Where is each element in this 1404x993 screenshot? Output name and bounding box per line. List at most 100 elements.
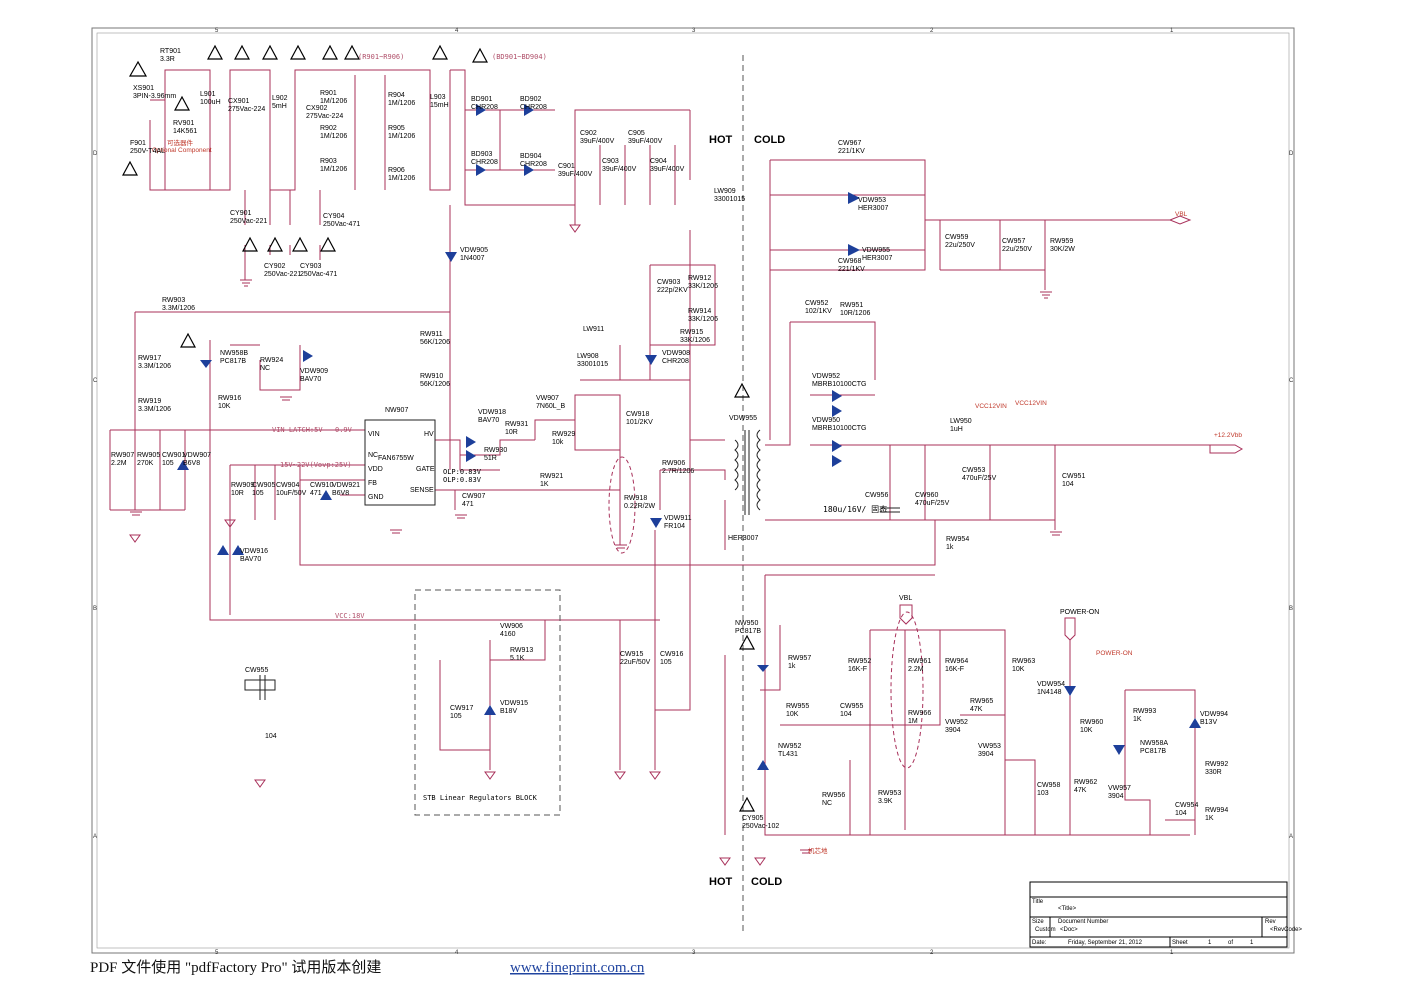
component-value-rw916: 10K: [218, 403, 231, 410]
net-power-on-flag: [1064, 617, 1076, 641]
net-power-on-red: POWER-ON: [1096, 650, 1133, 657]
net-12v2: +12.2Vbb: [1214, 432, 1242, 439]
component-value-rw953: 3.9K: [878, 798, 893, 805]
tw901-value: HER3007: [728, 535, 758, 542]
tb-size-value: Custom: [1035, 927, 1056, 933]
component-ref-vdw921: VDW921: [332, 482, 360, 489]
component-value-xs901: 3PIN-3.96mm: [133, 93, 176, 100]
frame-row-c: C: [93, 378, 98, 384]
warning-icon: [179, 332, 197, 348]
component-value-c902: 39uF/400V: [580, 138, 615, 145]
ic-pin-nc: NC: [368, 452, 378, 459]
component-value-lw908: 33001015: [577, 361, 608, 368]
annot-olp2: OLP:0.83V: [443, 476, 482, 484]
component-ref-lw950: LW950: [950, 418, 972, 425]
component-ref-cy904: CY904: [323, 213, 345, 220]
warning-icon: [343, 44, 361, 60]
component-value-rw963: 10K: [1012, 666, 1025, 673]
component-ref-r904: R904: [388, 92, 405, 99]
tb-of-label: of: [1228, 940, 1233, 946]
component-value-rw909: 10R: [231, 490, 244, 497]
component-value-vdw950: MBRB10100CTG: [812, 425, 866, 432]
component-value-rw931: 10R: [505, 429, 518, 436]
component-ref-vdw907: VDW907: [183, 452, 211, 459]
title-block: Title <Title> Size Custom Document Numbe…: [1029, 881, 1303, 948]
component-value-rw914: 33K/1206: [688, 316, 718, 323]
component-ref-c901: C901: [558, 163, 575, 170]
component-value-rw905: 270K: [137, 460, 154, 467]
component-value-cw952: 102/1KV: [805, 308, 832, 315]
component-ref-vdw916: VDW916: [240, 548, 268, 555]
component-value-bd901: CHR208: [471, 104, 498, 111]
tw901-ref: VDW955: [729, 415, 757, 422]
component-value-rw994: 1K: [1205, 815, 1214, 822]
component-value-cw901: 105: [162, 460, 174, 467]
component-ref-rw956: RW956: [822, 792, 845, 799]
component-value-cy901: 250Vac-221: [230, 218, 267, 225]
component-ref-c903: C903: [602, 158, 619, 165]
component-value-rv901: 14K561: [173, 128, 197, 135]
component-value-rw959: 30K/2W: [1050, 246, 1075, 253]
component-ref-rw924: RW924: [260, 357, 283, 364]
component-value-rw993: 1K: [1133, 716, 1142, 723]
ic-pin-vin: VIN: [368, 431, 380, 438]
component-ref-vw952: VW952: [945, 719, 968, 726]
component-ref-r903: R903: [320, 158, 337, 165]
component-value-vdw915: B18V: [500, 708, 517, 715]
component-value-bd904: CHR208: [520, 161, 547, 168]
component-ref-cw917: CW917: [450, 705, 473, 712]
component-ref-cw901: CW901: [162, 452, 185, 459]
annot-olp1: OLP:0.83V: [443, 468, 482, 476]
component-value-vw953: 3904: [978, 751, 994, 758]
warning-icon: [319, 236, 337, 252]
component-ref-cw907: CW907: [462, 493, 485, 500]
component-value-cw915: 22uF/50V: [620, 659, 651, 666]
hs1-value: 104: [265, 733, 277, 740]
net-vbl-flag: [1168, 215, 1192, 225]
component-ref-rw919: RW919: [138, 398, 161, 405]
frame-col-top-4: 4: [455, 28, 459, 34]
component-ref-bd903: BD903: [471, 151, 493, 158]
component-value-cw959: 22u/250V: [945, 242, 975, 249]
ic-nw907-value: FAN6755W: [378, 455, 414, 462]
frame-row-b-right: B: [1289, 606, 1293, 612]
component-ref-vdw918: VDW918: [478, 409, 506, 416]
component-ref-nw950: NW950: [735, 620, 758, 627]
component-ref-rw909: RW909: [231, 482, 254, 489]
component-ref-vdw911: VDW911: [664, 515, 692, 522]
component-value-rw952: 16K-F: [848, 666, 867, 673]
component-ref-cw955: CW955: [840, 703, 863, 710]
component-value-rw954: 1k: [946, 544, 954, 551]
secondary-wires: [724, 159, 1210, 836]
component-value-rw966: 1M: [908, 718, 918, 725]
component-value-nw958b: PC817B: [220, 358, 246, 365]
component-ref-cw916: CW916: [660, 651, 683, 658]
component-value-rw917: 3.3M/1206: [138, 363, 171, 370]
warning-icon: [266, 236, 284, 252]
warning-icon: [321, 44, 339, 60]
net-vbl2: VBL: [899, 595, 912, 602]
component-ref-rw930: RW930: [484, 447, 507, 454]
ic-pin-vdd: VDD: [368, 466, 383, 473]
component-value-cw905: 105: [252, 490, 264, 497]
frame-col-top-5: 5: [215, 28, 219, 34]
footer-link[interactable]: www.fineprint.com.cn: [510, 960, 645, 976]
component-value-f901: 250V-T4AL: [130, 148, 165, 155]
component-value-vdw954: 1N4148: [1037, 689, 1062, 696]
ic-pin-fb: FB: [368, 480, 377, 487]
component-ref-r902: R902: [320, 125, 337, 132]
component-value-nw950: PC817B: [735, 628, 761, 635]
tb-rev-label: Rev: [1265, 919, 1276, 925]
component-value-rw956: NC: [822, 800, 832, 807]
component-value-cw918: 101/2KV: [626, 419, 653, 426]
component-value-cw967: 221/1KV: [838, 148, 865, 155]
component-ref-lw908: LW908: [577, 353, 599, 360]
component-ref-rw992: RW992: [1205, 761, 1228, 768]
component-ref-rw959: RW959: [1050, 238, 1073, 245]
component-ref-r906: R906: [388, 167, 405, 174]
tb-rev-value: <RevCode>: [1270, 927, 1303, 933]
component-value-rw919: 3.3M/1206: [138, 406, 171, 413]
ic-pin-hv: HV: [424, 431, 434, 438]
component-value-lw950: 1uH: [950, 426, 963, 433]
component-value-r905: 1M/1206: [388, 133, 415, 140]
